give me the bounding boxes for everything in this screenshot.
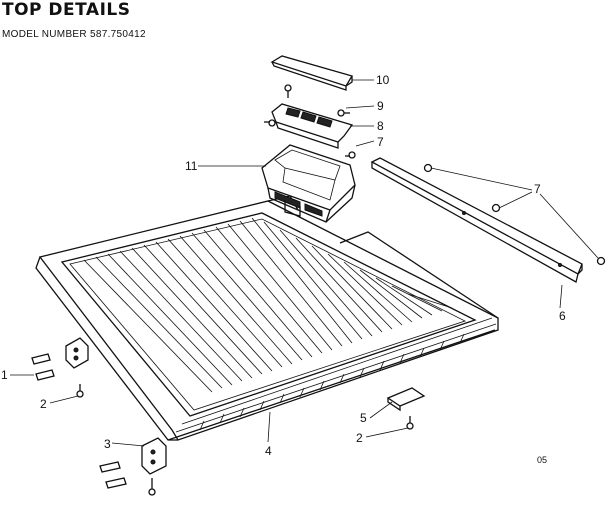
rear-trim-part-6: [370, 157, 583, 283]
bracket-part-5: [386, 387, 426, 430]
trim-screws: [423, 163, 606, 266]
control-panel-part-8: [271, 103, 354, 149]
hinge-upper-left: [31, 337, 89, 398]
callout-3: 3: [104, 437, 111, 451]
callout-2-left: 2: [40, 397, 47, 411]
callout-numbers: 10 9 8 7 11 7 6 1 2 3 4 5 2: [1, 73, 566, 458]
callout-8: 8: [377, 119, 384, 133]
leader-lines: [10, 79, 599, 447]
cover-plate-part-10: [270, 55, 353, 91]
console-housing-part-11: [261, 144, 356, 223]
callout-1: 1: [1, 368, 8, 382]
callout-11: 11: [185, 159, 198, 173]
diagram-code: 05: [537, 455, 548, 465]
page-title: TOP DETAILS: [2, 0, 131, 20]
callout-2-right: 2: [356, 431, 363, 445]
model-number: MODEL NUMBER 587.750412: [2, 29, 146, 40]
top-panel-part-4: [35, 195, 499, 441]
callout-9: 9: [377, 99, 384, 113]
console-screws: [264, 84, 356, 159]
callout-10: 10: [376, 73, 390, 87]
callout-7-trim: 7: [534, 182, 541, 196]
callout-5: 5: [360, 411, 367, 425]
callout-7-console: 7: [377, 135, 384, 149]
callout-4: 4: [265, 444, 272, 458]
hinge-lower: [99, 437, 167, 496]
callout-6: 6: [559, 309, 566, 323]
